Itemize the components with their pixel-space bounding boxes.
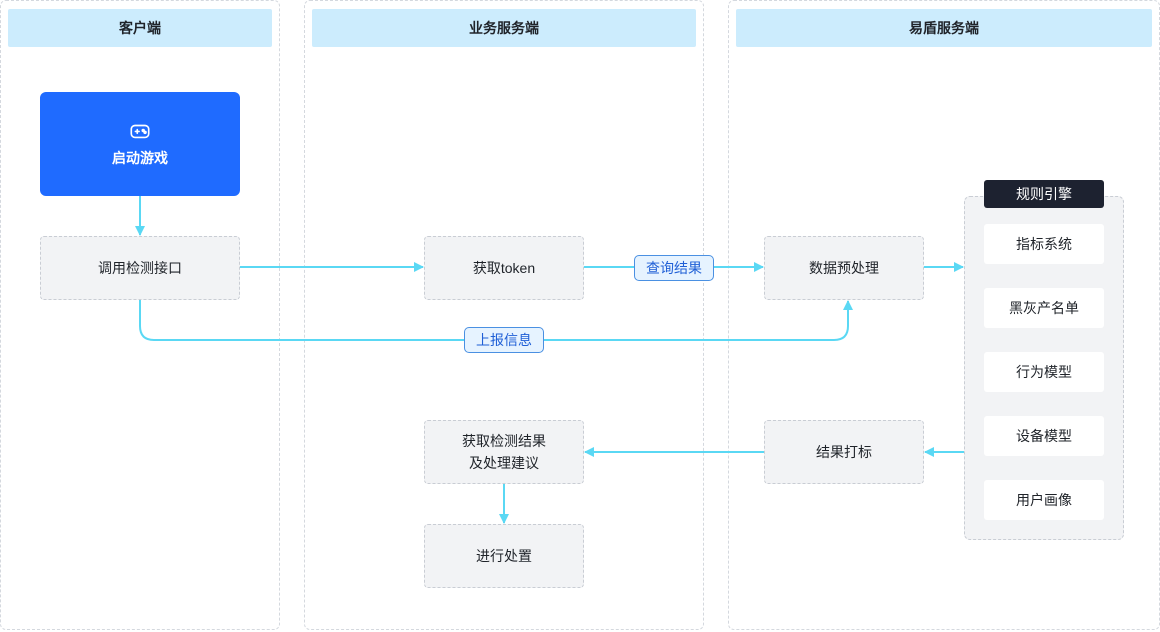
rules-item-behavior-model: 行为模型 <box>984 352 1104 392</box>
get-token-node: 获取token <box>424 236 584 300</box>
call-detect-api-node: 调用检测接口 <box>40 236 240 300</box>
get-result-line2: 及处理建议 <box>469 455 539 471</box>
result-tagging-node: 结果打标 <box>764 420 924 484</box>
rules-engine-title: 规则引擎 <box>984 180 1104 208</box>
data-preprocess-node: 数据预处理 <box>764 236 924 300</box>
rules-item-blacklist: 黑灰产名单 <box>984 288 1104 328</box>
rules-item-user-profile: 用户画像 <box>984 480 1104 520</box>
query-result-label: 查询结果 <box>634 255 714 281</box>
lane-header-yidun: 易盾服务端 <box>736 9 1152 47</box>
gamepad-icon <box>129 120 151 142</box>
start-game-node: 启动游戏 <box>40 92 240 196</box>
get-result-node: 获取检测结果 及处理建议 <box>424 420 584 484</box>
start-game-label: 启动游戏 <box>112 150 168 166</box>
report-info-label: 上报信息 <box>464 327 544 353</box>
rules-item-device-model: 设备模型 <box>984 416 1104 456</box>
handle-node: 进行处置 <box>424 524 584 588</box>
lane-header-client: 客户端 <box>8 9 272 47</box>
lane-header-business: 业务服务端 <box>312 9 696 47</box>
rules-item-metrics: 指标系统 <box>984 224 1104 264</box>
get-result-line1: 获取检测结果 <box>462 433 546 449</box>
